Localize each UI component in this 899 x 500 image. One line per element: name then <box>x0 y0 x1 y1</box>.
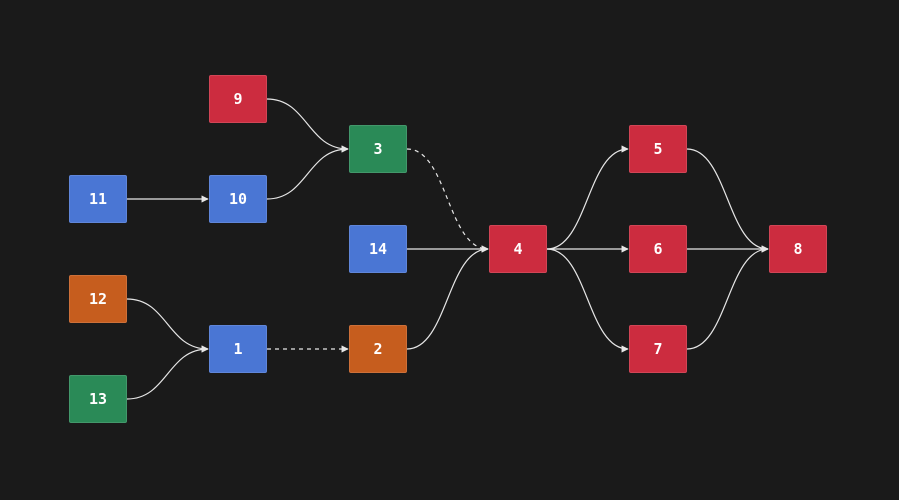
edge-9-to-3 <box>266 98 349 153</box>
edge-12-to-1 <box>126 298 209 353</box>
edge-5-to-8 <box>686 148 769 253</box>
node-5[interactable]: 5 <box>629 125 687 173</box>
node-13[interactable]: 13 <box>69 375 127 423</box>
edge-3-to-4 <box>406 148 489 253</box>
node-6[interactable]: 6 <box>629 225 687 273</box>
edge-10-to-3 <box>266 145 349 200</box>
edge-2-to-4 <box>406 245 489 350</box>
node-10[interactable]: 10 <box>209 175 267 223</box>
node-11[interactable]: 11 <box>69 175 127 223</box>
edge-4-to-5 <box>546 145 629 250</box>
node-4[interactable]: 4 <box>489 225 547 273</box>
edge-13-to-1 <box>126 345 209 400</box>
edge-4-to-7 <box>546 248 629 353</box>
node-7[interactable]: 7 <box>629 325 687 373</box>
node-8[interactable]: 8 <box>769 225 827 273</box>
node-12[interactable]: 12 <box>69 275 127 323</box>
node-9[interactable]: 9 <box>209 75 267 123</box>
node-3[interactable]: 3 <box>349 125 407 173</box>
node-2[interactable]: 2 <box>349 325 407 373</box>
node-1[interactable]: 1 <box>209 325 267 373</box>
edge-7-to-8 <box>686 245 769 350</box>
node-14[interactable]: 14 <box>349 225 407 273</box>
